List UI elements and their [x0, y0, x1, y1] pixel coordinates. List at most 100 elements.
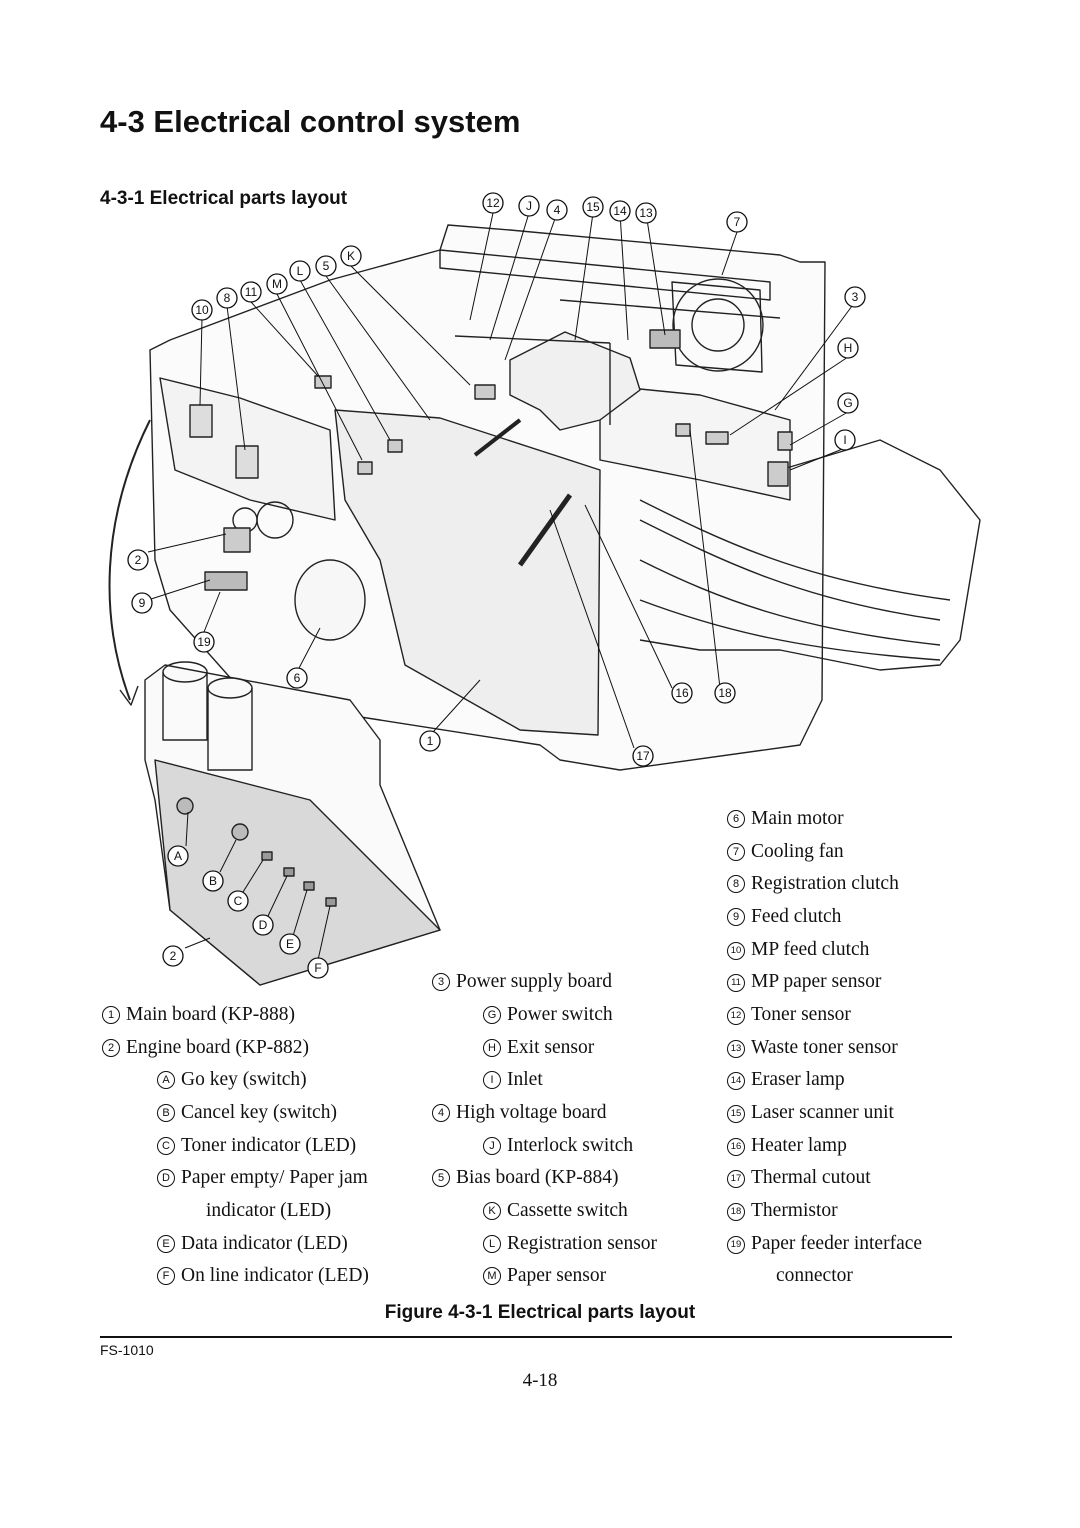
- legend-text: Engine board (KP-882): [126, 1037, 310, 1058]
- legend-key: 1: [102, 1006, 120, 1024]
- legend-key: M: [483, 1267, 501, 1285]
- legend-item-f: F On line indicator (LED): [157, 1264, 369, 1288]
- legend-key: F: [157, 1267, 175, 1285]
- legend-key: 12: [727, 1007, 745, 1025]
- legend-key: 2: [102, 1039, 120, 1057]
- callout-12: 12: [482, 192, 504, 214]
- legend-key: L: [483, 1235, 501, 1253]
- legend-key: I: [483, 1071, 501, 1089]
- callout-10: 10: [191, 299, 213, 321]
- legend-item-14: 14 Eraser lamp: [727, 1068, 845, 1092]
- svg-text:13: 13: [639, 206, 653, 220]
- callout-e: E: [279, 933, 301, 955]
- callout-4: 4: [546, 199, 568, 221]
- legend-item-j: J Interlock switch: [483, 1134, 633, 1158]
- legend-text: Feed clutch: [751, 906, 842, 927]
- legend-item-7: 7 Cooling fan: [727, 840, 844, 864]
- callout-19: 19: [193, 631, 215, 653]
- callout-g: G: [837, 392, 859, 414]
- svg-text:19: 19: [197, 635, 211, 649]
- legend-item-15: 15 Laser scanner unit: [727, 1101, 894, 1125]
- legend-key: 7: [727, 843, 745, 861]
- callout-m: M: [266, 273, 288, 295]
- svg-text:2: 2: [170, 949, 177, 963]
- legend-key: 18: [727, 1203, 745, 1221]
- callout-d: D: [252, 914, 274, 936]
- callout-j: J: [518, 195, 540, 217]
- legend-item-d-cont: indicator (LED): [206, 1199, 331, 1223]
- legend-item-1: 1 Main board (KP-888): [102, 1003, 295, 1027]
- legend-key: 14: [727, 1072, 745, 1090]
- legend-key: 9: [727, 908, 745, 926]
- legend-text: Laser scanner unit: [751, 1102, 894, 1123]
- svg-text:8: 8: [224, 291, 231, 305]
- svg-text:18: 18: [718, 686, 732, 700]
- svg-text:5: 5: [323, 259, 330, 273]
- legend-text: Registration sensor: [507, 1233, 658, 1254]
- legend-text: Power switch: [507, 1004, 613, 1025]
- legend-text: Paper sensor: [507, 1265, 607, 1286]
- legend-key: E: [157, 1235, 175, 1253]
- legend-key: J: [483, 1137, 501, 1155]
- legend-key: 8: [727, 875, 745, 893]
- svg-text:F: F: [314, 961, 321, 975]
- legend-item-k: K Cassette switch: [483, 1199, 628, 1223]
- page-number: 4-18: [522, 1370, 558, 1391]
- callout-2-engine: 2: [127, 549, 149, 571]
- callout-l: L: [289, 260, 311, 282]
- legend-text: Paper feeder interface: [751, 1233, 923, 1254]
- legend-text: Cassette switch: [507, 1200, 628, 1221]
- legend-key: C: [157, 1137, 175, 1155]
- legend-text: Exit sensor: [507, 1037, 595, 1058]
- callout-1: 1: [419, 730, 441, 752]
- legend-item-l: L Registration sensor: [483, 1232, 657, 1256]
- electrical-parts-illustration: 12 J 4 15 14 13 7 K 5 L M 11 8 10 3 H G …: [108, 192, 981, 986]
- legend-text: High voltage board: [456, 1102, 607, 1123]
- svg-text:E: E: [286, 937, 294, 951]
- svg-text:15: 15: [586, 200, 600, 214]
- legend-item-g: G Power switch: [483, 1003, 613, 1027]
- legend-text: Inlet: [507, 1069, 543, 1090]
- legend-item-c: C Toner indicator (LED): [157, 1134, 356, 1158]
- legend-text: Cancel key (switch): [181, 1102, 337, 1123]
- legend-item-2: 2 Engine board (KP-882): [102, 1036, 309, 1060]
- legend-key: 3: [432, 973, 450, 991]
- legend-key: 15: [727, 1105, 745, 1123]
- legend-text: Paper empty/ Paper jam: [181, 1167, 368, 1188]
- legend-text: Interlock switch: [507, 1135, 634, 1156]
- legend-text: MP feed clutch: [751, 939, 870, 960]
- section-subtitle: 4-3-1 Electrical parts layout: [100, 188, 348, 209]
- legend-key: 11: [727, 974, 745, 992]
- legend-text: Main board (KP-888): [126, 1004, 295, 1025]
- legend-text: Toner indicator (LED): [181, 1135, 357, 1156]
- callout-3: 3: [844, 286, 866, 308]
- svg-text:16: 16: [675, 686, 689, 700]
- callout-c: C: [227, 890, 249, 912]
- legend-text: MP paper sensor: [751, 971, 882, 992]
- legend-key: K: [483, 1202, 501, 1220]
- legend-key: A: [157, 1071, 175, 1089]
- legend-text: On line indicator (LED): [181, 1265, 369, 1286]
- page-title: 4-3 Electrical control system: [100, 104, 521, 139]
- callout-8: 8: [216, 287, 238, 309]
- legend-text: Waste toner sensor: [751, 1037, 898, 1058]
- legend-text: Registration clutch: [751, 873, 899, 894]
- callout-5: 5: [315, 255, 337, 277]
- legend-text: Cooling fan: [751, 841, 844, 862]
- legend-key: G: [483, 1006, 501, 1024]
- legend-item-19-cont: connector: [776, 1264, 853, 1288]
- legend-text: indicator (LED): [206, 1200, 332, 1221]
- callout-b: B: [202, 870, 224, 892]
- legend-text: Eraser lamp: [751, 1069, 845, 1090]
- svg-text:K: K: [347, 249, 355, 263]
- callout-18: 18: [714, 682, 736, 704]
- svg-text:17: 17: [636, 749, 650, 763]
- svg-text:10: 10: [195, 303, 209, 317]
